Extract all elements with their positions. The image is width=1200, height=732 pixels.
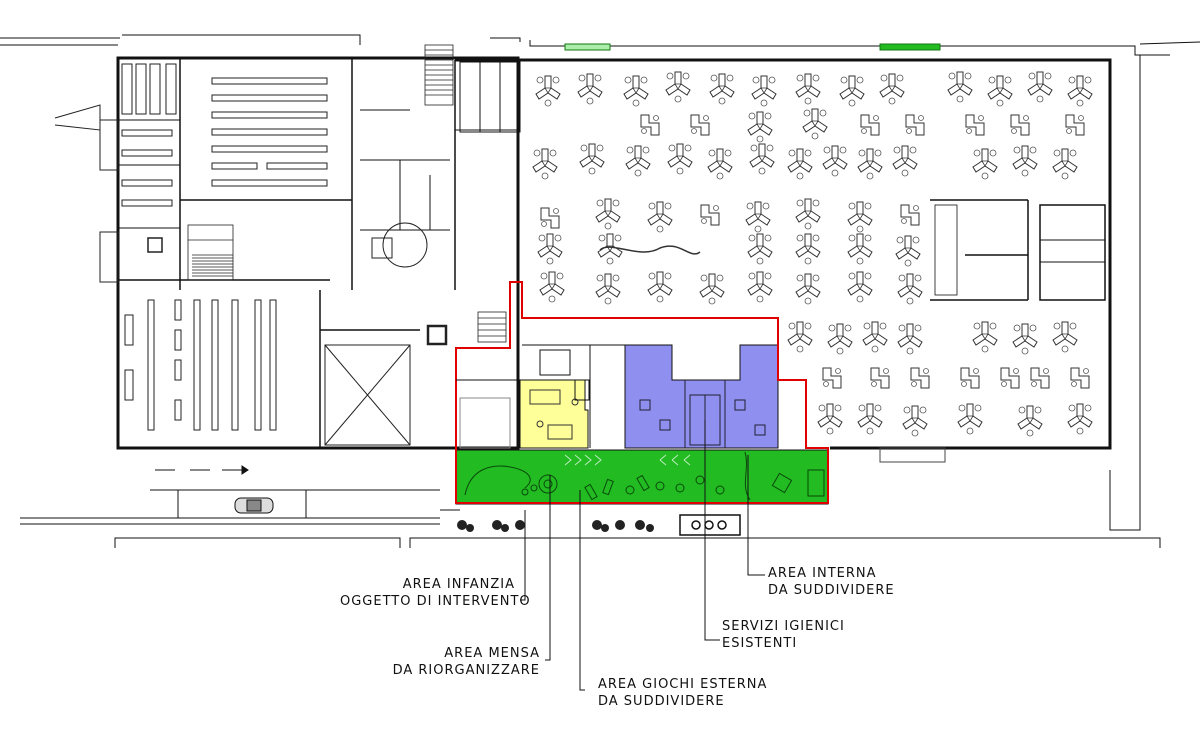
lift-shaft [147,237,448,446]
label-leaders [520,420,765,691]
outdoor-play-area [455,449,829,505]
label-area-mensa: AREA MENSA DA RIORGANIZZARE [392,646,540,678]
label-area-interna: AREA INTERNA DA SUDDIVIDERE [768,566,895,598]
site-boundary [0,34,1200,548]
tree-icon [457,520,654,532]
label-area-giochi: AREA GIOCHI ESTERNA DA SUDDIVIDERE [598,677,768,709]
desk-clusters [532,71,1093,437]
label-area-infanzia: AREA INFANZIA OGGETTO DI INTERVENTO [340,577,531,609]
car-icon [234,497,274,514]
office-outline [455,58,1112,450]
infancy-boundary [455,281,829,504]
internal-area [624,344,779,449]
label-servizi-igienici: SERVIZI IGIENICI ESISTENTI [722,619,845,651]
lower-racks [124,299,277,431]
storage-racks [121,63,328,207]
staircase-icon [187,44,507,343]
arrow-right-icon [155,465,249,475]
curved-desk-row [599,245,701,255]
